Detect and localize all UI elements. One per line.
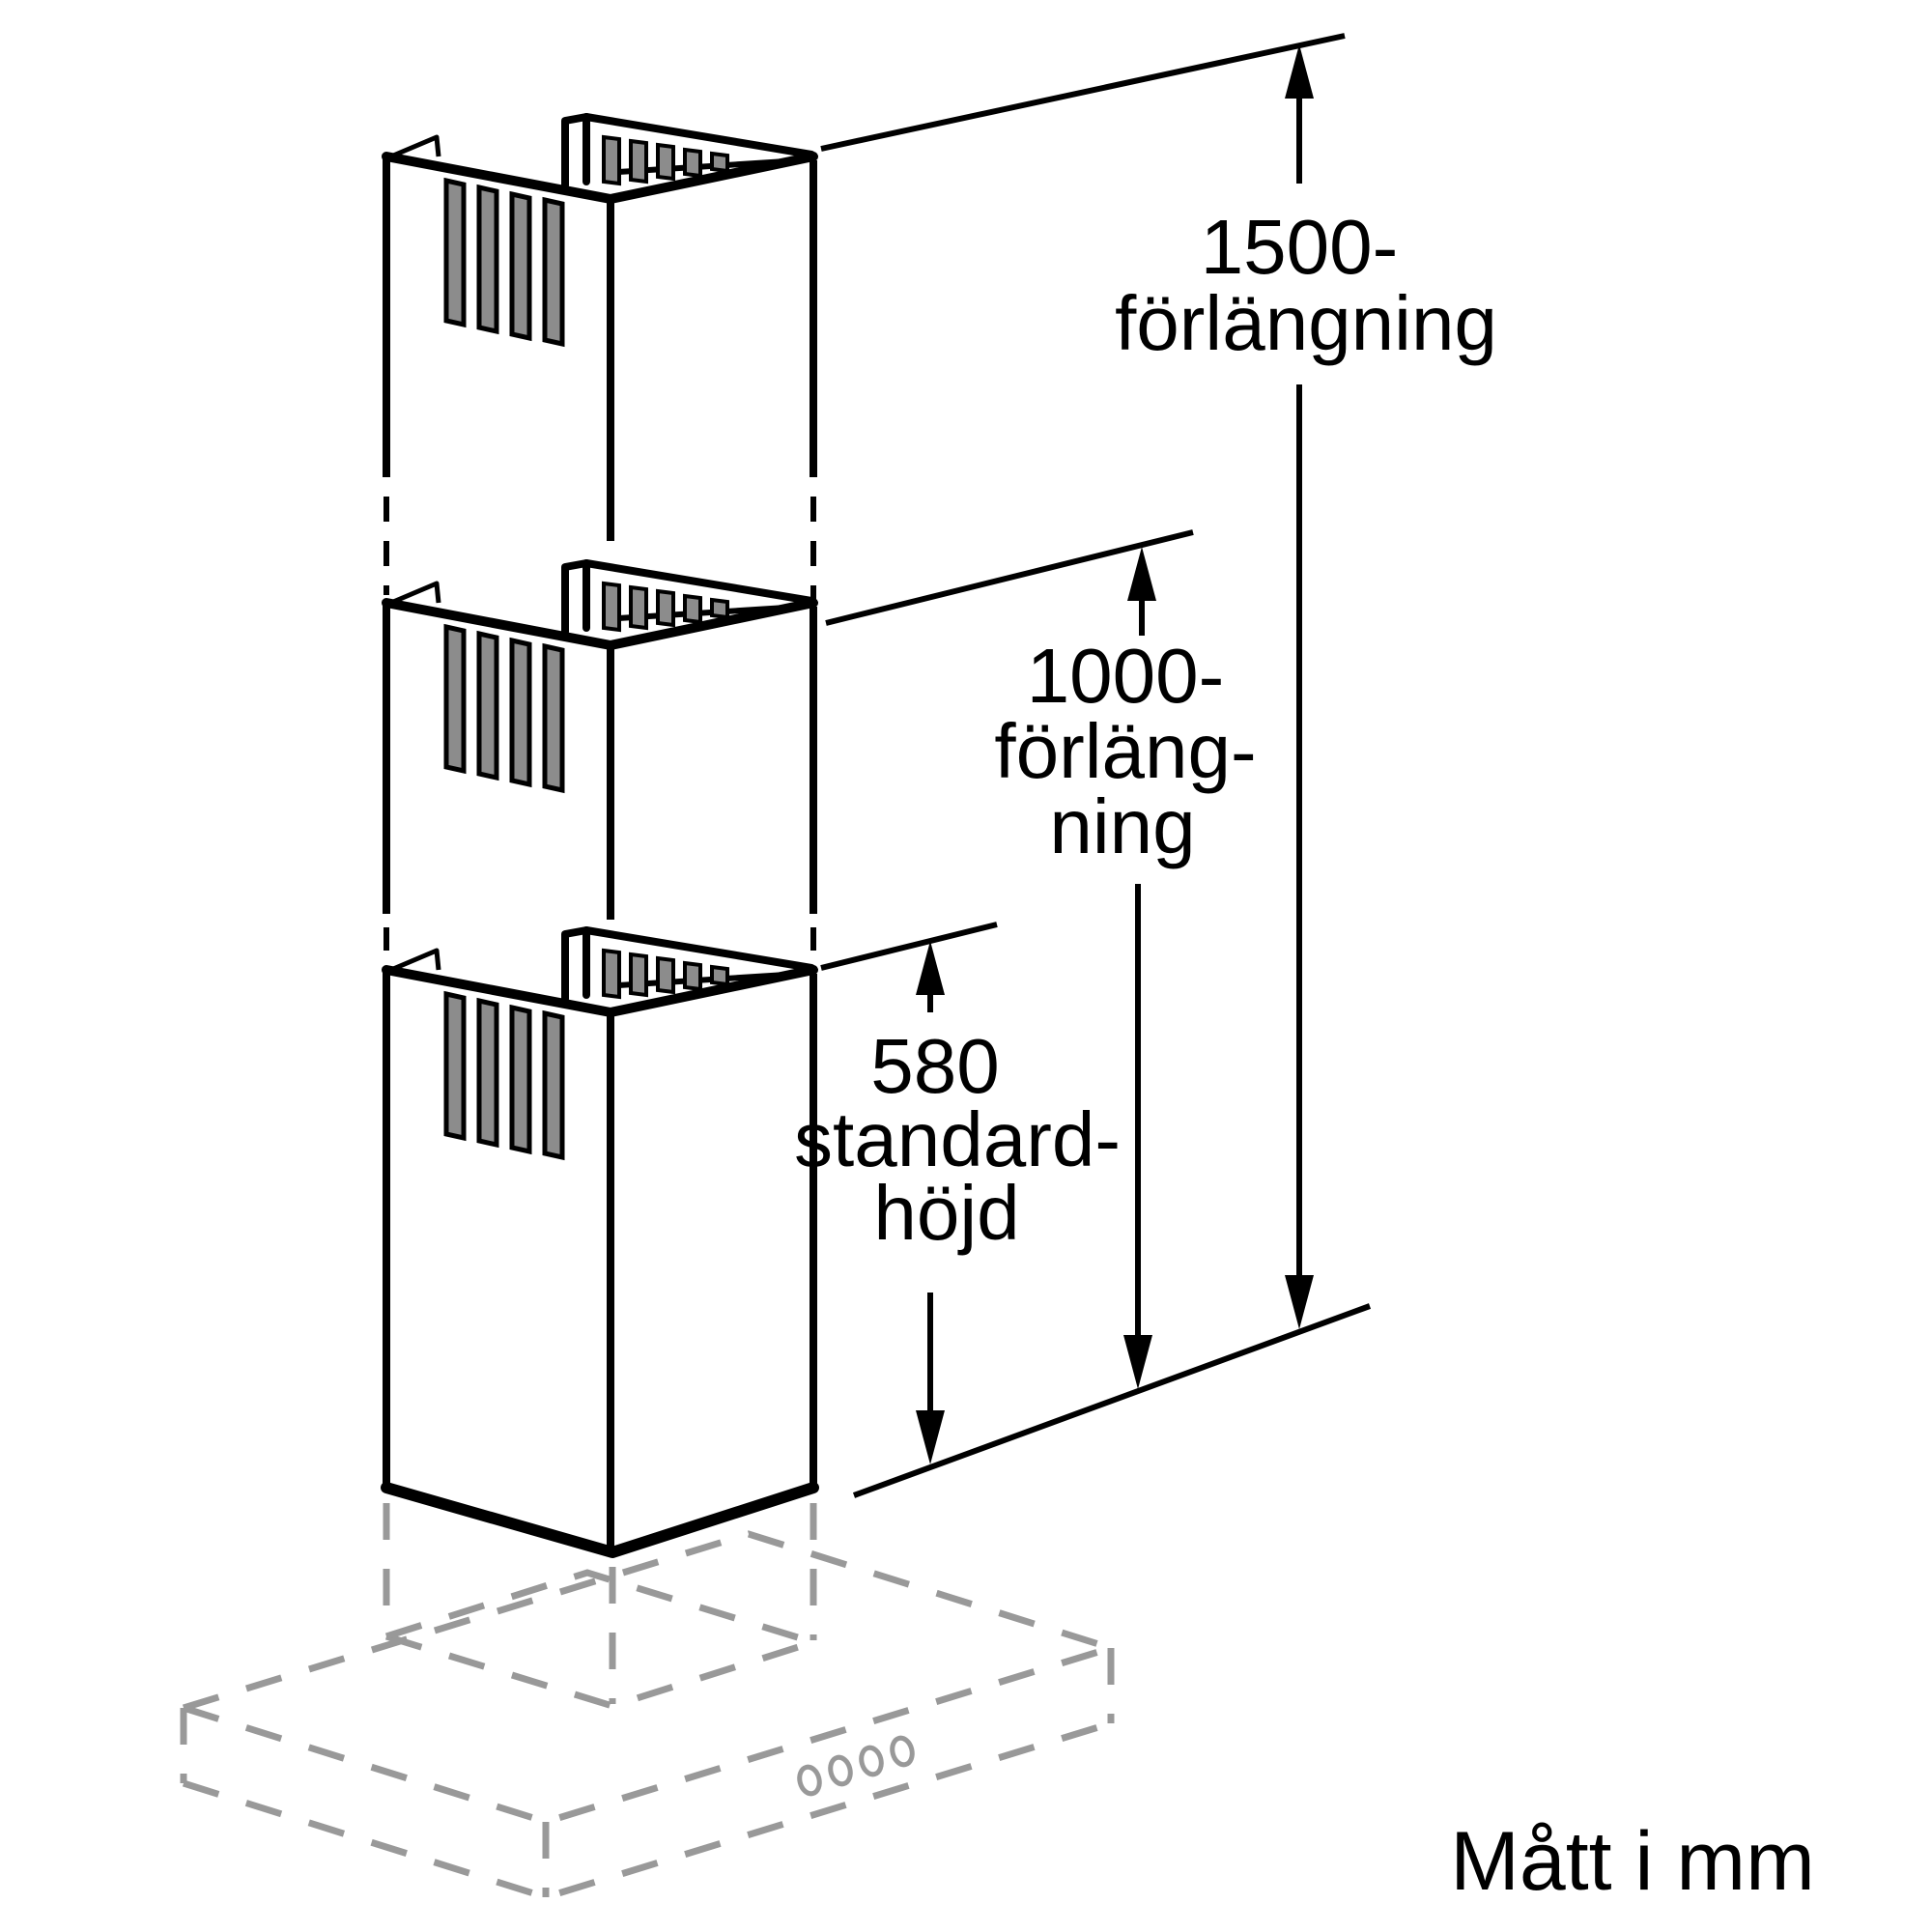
- hood-stub-footprint-back: [384, 1569, 815, 1646]
- reference-line-middle: [825, 529, 1194, 626]
- hood-hidden-outline: [180, 1503, 1115, 1901]
- dimension-labels: 1500- förlängning 1000- förläng- ning 58…: [794, 204, 1815, 1908]
- label-1000-line3: ning: [1049, 783, 1195, 869]
- arrow-up-580: [916, 941, 945, 995]
- arrow-up-1500: [1285, 44, 1314, 99]
- units-note: Mått i mm: [1450, 1815, 1814, 1908]
- label-580-line1: 580: [870, 1023, 999, 1109]
- label-1500-line2: förlängning: [1115, 280, 1497, 366]
- section-3-top-rim: [386, 930, 813, 1157]
- arrow-down-1500: [1285, 1275, 1314, 1329]
- chimney-section-3: [381, 930, 819, 1558]
- arrow-down-1000: [1123, 1335, 1152, 1389]
- hood-control-buttons: [797, 1735, 915, 1797]
- label-1500-line1: 1500-: [1201, 204, 1399, 290]
- chimney-section-2: [386, 563, 813, 968]
- dimension-arrowheads: [916, 44, 1314, 1464]
- dimension-graphics: [820, 33, 1372, 1498]
- hood-top-back-edges: [182, 1530, 1113, 1712]
- section-2-top-rim: [386, 563, 813, 790]
- chimney-bottom-edge: [381, 1482, 819, 1558]
- chimney-section-1: [386, 117, 813, 599]
- label-580-line3: höjd: [873, 1170, 1019, 1256]
- reference-line-top: [820, 33, 1346, 152]
- arrow-up-1000: [1127, 547, 1156, 601]
- reference-line-580: [820, 922, 998, 971]
- reference-baseline: [852, 1303, 1372, 1498]
- label-1000-line2: förläng-: [994, 708, 1256, 794]
- hood-button-1: [797, 1764, 822, 1797]
- label-580-line2: standard-: [794, 1096, 1121, 1182]
- hood-button-4: [890, 1735, 915, 1768]
- section-1-top-rim: [386, 117, 813, 344]
- label-1000-line1: 1000-: [1027, 633, 1225, 719]
- hood-button-3: [859, 1745, 884, 1777]
- arrow-down-580: [916, 1410, 945, 1464]
- hood-button-2: [828, 1754, 853, 1787]
- hood-top-front-edges: [182, 1644, 1113, 1826]
- hood-stub-footprint-front: [384, 1633, 815, 1710]
